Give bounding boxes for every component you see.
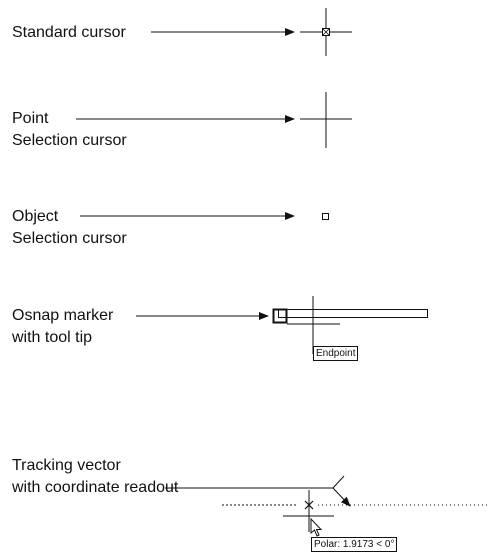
object-cursor-label-line2: Selection cursor [12, 230, 127, 247]
point-selection-cursor-icon [300, 92, 352, 148]
osnap-marker-label-line2: with tool tip [12, 329, 93, 346]
tracking-crosshair-icon [283, 490, 334, 532]
osnap-crosshair-icon [287, 296, 340, 354]
endpoint-snap-marker-icon [272, 308, 288, 324]
object-cursor-label-line1: Object [12, 208, 59, 225]
line-object [278, 309, 428, 318]
standard-cursor-icon [300, 8, 352, 56]
mouse-pointer-icon [310, 517, 323, 537]
tracking-leader-line [165, 475, 345, 489]
tracking-vector-label-line2: with coordinate readout [12, 479, 179, 496]
point-cursor-label-line2: Selection cursor [12, 132, 127, 149]
endpoint-tooltip: Endpoint [313, 346, 359, 361]
osnap-marker-label-line1: Osnap marker [12, 307, 114, 324]
tracking-vector-label-line1: Tracking vector [12, 457, 121, 474]
polar-readout-tooltip: Polar: 1.9173 < 0° [311, 537, 398, 552]
object-pickbox-icon [322, 213, 329, 220]
standard-cursor-label: Standard cursor [12, 24, 126, 41]
point-cursor-label-line1: Point [12, 110, 49, 127]
tracking-pointer-arrow [332, 487, 351, 507]
